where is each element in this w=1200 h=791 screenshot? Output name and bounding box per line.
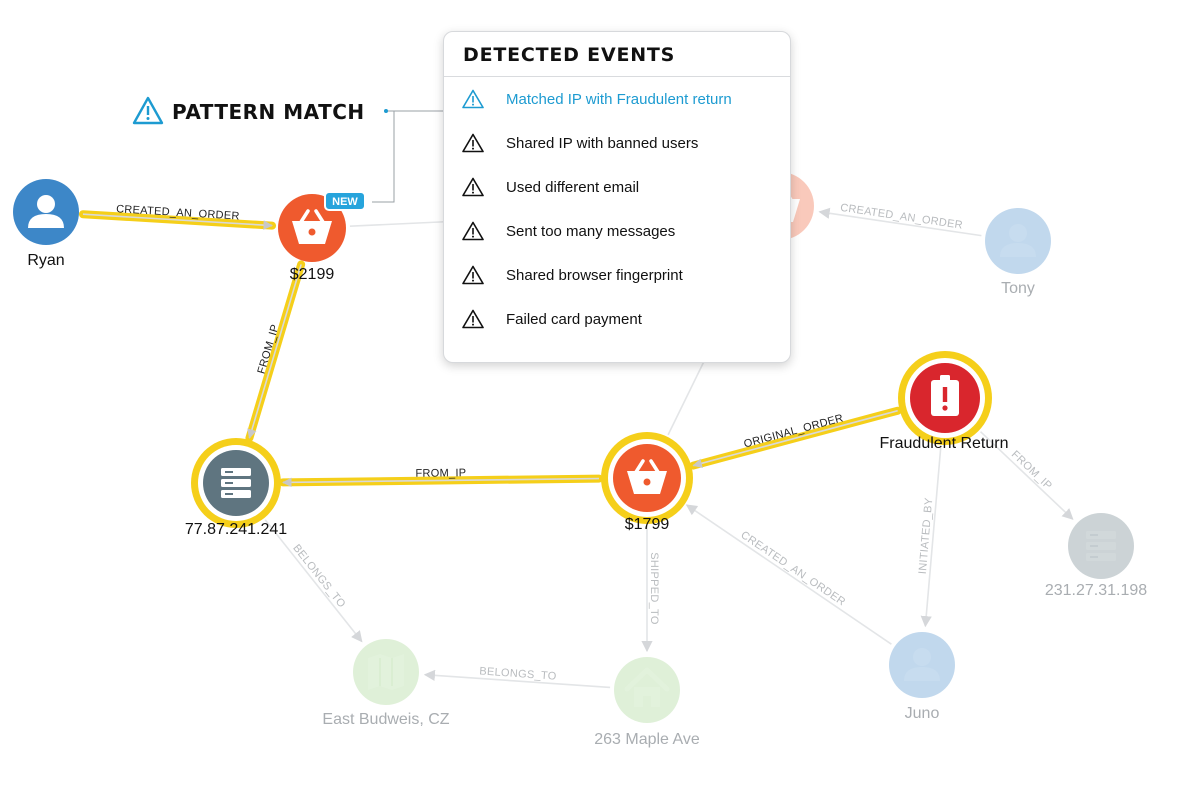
edge-created-an-order[interactable]: CREATED_AN_ORDER (818, 202, 982, 237)
edge-original-order[interactable]: ORIGINAL_ORDER (689, 406, 902, 470)
node-tony[interactable]: Tony (985, 208, 1051, 297)
edge-initiated-by[interactable]: INITIATED_BY (917, 446, 942, 628)
node-circle (353, 639, 419, 705)
edge-shipped-to[interactable]: SHIPPED_TO (641, 526, 660, 653)
user-icon (28, 195, 64, 228)
pattern-match-label[interactable]: PATTERN MATCH (132, 96, 365, 125)
panel-title: DETECTED EVENTS (463, 44, 676, 66)
node-label: 77.87.241.241 (185, 521, 287, 538)
node-label: Ryan (27, 252, 64, 269)
warning-triangle-icon (462, 309, 484, 329)
server-icon (221, 468, 251, 498)
user-icon (904, 648, 940, 681)
basket-icon (292, 209, 332, 244)
event-item[interactable]: Matched IP with Fraudulent return (444, 77, 790, 121)
edge-line (920, 446, 942, 628)
warning-triangle-icon (462, 89, 484, 109)
node-circle (1068, 513, 1134, 579)
node-eastb[interactable]: East Budweis, CZ (322, 639, 450, 728)
node-order1799[interactable]: $1799 (601, 432, 693, 533)
edge-from-ip[interactable]: FROM_IP (245, 260, 306, 442)
warning-triangle-icon (462, 221, 484, 241)
event-label: Shared browser fingerprint (506, 266, 683, 284)
node-juno[interactable]: Juno (889, 632, 955, 722)
node-label: Fraudulent Return (880, 435, 1009, 452)
edge-line (979, 431, 1074, 520)
warning-triangle-icon (462, 177, 484, 197)
edge-created-an-order[interactable]: CREATED_AN_ORDER (685, 504, 892, 645)
node-label: Juno (905, 705, 940, 722)
node-circle (889, 632, 955, 698)
node-fraud[interactable]: Fraudulent Return (880, 351, 1009, 452)
pattern-match-title: PATTERN MATCH (172, 100, 365, 124)
edge-label: FROM_IP (1009, 448, 1054, 492)
edge-line (818, 207, 982, 237)
event-item[interactable]: Failed card payment (444, 297, 790, 341)
node-ip77[interactable]: 77.87.241.241 (185, 438, 287, 538)
event-item[interactable]: Sent too many messages (444, 209, 790, 253)
detected-events-panel: DETECTED EVENTS Matched IP with Fraudule… (443, 31, 791, 363)
node-circle (985, 208, 1051, 274)
badge-label: NEW (332, 196, 358, 208)
event-label: Shared IP with banned users (506, 134, 699, 152)
basket-icon (627, 459, 667, 494)
edge-line (685, 504, 892, 645)
node-label: $1799 (625, 516, 670, 533)
event-item[interactable]: Shared IP with banned users (444, 121, 790, 165)
edge-from-ip[interactable]: FROM_IP (278, 467, 604, 488)
edge-line (264, 519, 363, 643)
node-order2199[interactable]: NEW $2199 (278, 191, 366, 283)
edge-belongs-to[interactable]: BELONGS_TO (423, 665, 611, 689)
event-item[interactable]: Used different email (444, 165, 790, 209)
node-label: $2199 (290, 266, 335, 283)
edge-line (282, 477, 600, 488)
node-label: Tony (1001, 280, 1035, 297)
edge-line (692, 409, 898, 468)
node-label: 231.27.31.198 (1045, 582, 1147, 599)
nodes-layer: Ryan NEW $2199 77.87.241.241 $1799 Fraudulent… (13, 172, 1147, 748)
edge-belongs-to[interactable]: BELONGS_TO (264, 519, 363, 643)
user-icon (1000, 224, 1036, 257)
node-ryan[interactable]: Ryan (13, 179, 79, 269)
node-circle (614, 657, 680, 723)
event-label: Used different email (506, 178, 640, 196)
edge-created-an-order[interactable]: CREATED_AN_ORDER (78, 203, 277, 230)
event-label: Sent too many messages (506, 222, 676, 240)
node-label: East Budweis, CZ (322, 711, 449, 728)
edge-line (247, 264, 302, 439)
edge-line (82, 213, 274, 230)
alert-icon (931, 375, 959, 416)
node-label: 263 Maple Ave (594, 731, 700, 748)
pattern-connector (372, 109, 443, 203)
node-ip231[interactable]: 231.27.31.198 (1045, 513, 1147, 599)
warning-triangle-icon (462, 133, 484, 153)
warning-triangle-icon (132, 96, 164, 125)
edge-label: CREATED_AN_ORDER (738, 529, 847, 609)
map-icon (368, 654, 404, 690)
server-icon (1086, 531, 1116, 561)
edge-line (423, 669, 611, 689)
node-maple[interactable]: 263 Maple Ave (594, 657, 700, 748)
event-label: Matched IP with Fraudulent return (506, 90, 732, 108)
edge-label: BELONGS_TO (290, 542, 348, 610)
event-label: Failed card payment (506, 310, 642, 328)
panel-divider (444, 76, 790, 77)
house-icon (624, 667, 670, 707)
edge-label: FROM_IP (415, 467, 466, 480)
warning-triangle-icon (462, 265, 484, 285)
edge-label: SHIPPED_TO (648, 552, 660, 625)
event-item[interactable]: Shared browser fingerprint (444, 253, 790, 297)
new-badge: NEW (324, 191, 366, 211)
edge-label: BELONGS_TO (479, 665, 557, 682)
